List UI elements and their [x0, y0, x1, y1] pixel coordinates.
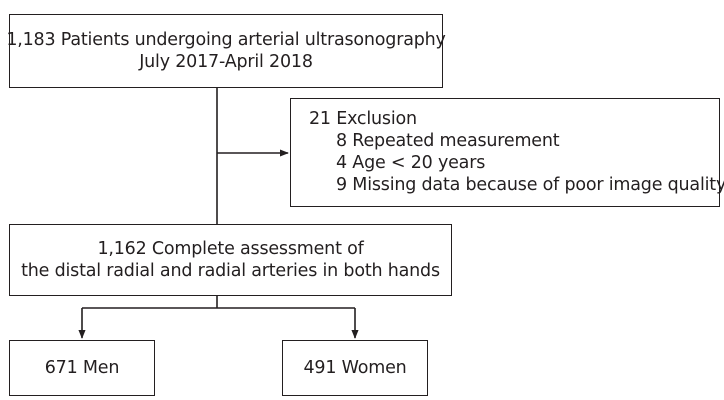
enrolled-period-text: July 2017-April 2018	[139, 52, 313, 72]
exclusion-title: 21 Exclusion	[309, 109, 417, 129]
enrolled-count-text: 1,183 Patients undergoing arterial ultra…	[6, 30, 446, 50]
men-count-text: 671 Men	[44, 358, 120, 378]
women-count-text: 491 Women	[303, 358, 407, 378]
women-box: 491 Women	[282, 340, 428, 396]
exclusion-item-missing-data: 9 Missing data because of poor image qua…	[336, 175, 724, 195]
exclusion-item-repeated: 8 Repeated measurement	[336, 131, 560, 151]
enrolled-patients-box: 1,183 Patients undergoing arterial ultra…	[6, 14, 446, 88]
assessment-count-text: 1,162 Complete assessment of	[97, 239, 364, 259]
assessment-description-text: the distal radial and radial arteries in…	[21, 261, 440, 281]
exclusion-item-age: 4 Age < 20 years	[336, 153, 486, 173]
men-box: 671 Men	[9, 340, 155, 396]
complete-assessment-box: 1,162 Complete assessment of the distal …	[9, 224, 452, 296]
exclusion-box: 21 Exclusion 8 Repeated measurement 4 Ag…	[290, 98, 724, 207]
